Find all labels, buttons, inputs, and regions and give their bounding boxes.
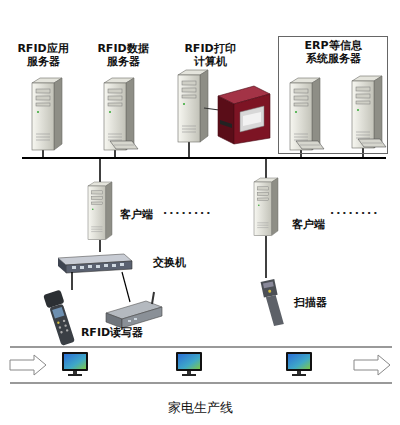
keyboard-tray	[110, 141, 138, 149]
network-bus	[188, 142, 190, 158]
reader-cable	[122, 272, 130, 302]
node-label: ERP等信息系统服务器	[302, 39, 364, 65]
handheld-reader-icon	[63, 319, 66, 322]
network-cable	[71, 272, 73, 290]
handheld-reader-icon	[60, 331, 63, 334]
handheld-reader-icon	[64, 324, 67, 327]
printer-icon	[234, 94, 270, 144]
handheld-reader-icon	[57, 321, 60, 324]
production-line	[10, 382, 392, 384]
network-bus	[22, 157, 386, 159]
node-label: 交换机	[148, 256, 190, 269]
handheld-reader-icon	[66, 329, 69, 332]
keyboard-tray	[296, 141, 324, 149]
scanner-icon	[261, 279, 284, 327]
scanner-node: 扫描器	[256, 278, 328, 333]
handheld-reader-icon	[49, 303, 75, 345]
node-label: 客户端	[116, 208, 156, 221]
tv-product	[62, 352, 88, 376]
printer-icon	[218, 86, 270, 144]
network-bus	[300, 150, 302, 158]
node-label: 客户端	[288, 218, 328, 231]
fixed-reader-icon	[106, 292, 162, 328]
switch-icon	[112, 264, 116, 267]
fixed-reader-icon	[152, 292, 154, 304]
printer-icon	[243, 112, 261, 126]
network-bus	[362, 148, 364, 158]
server-node: RFID应用服务器	[8, 40, 78, 152]
handheld-reader-icon	[52, 307, 64, 319]
client-icon	[254, 178, 278, 236]
production-line	[354, 355, 390, 375]
production-line-band: 家电生产线	[8, 343, 392, 421]
production-line	[10, 346, 392, 348]
switch-icon	[80, 266, 84, 269]
switch-icon	[96, 265, 100, 268]
switch-icon	[58, 258, 66, 273]
handheld-reader-icon	[43, 290, 77, 347]
continuation-dots: ........	[330, 204, 379, 217]
server-icon	[104, 78, 134, 150]
server-icon	[290, 78, 320, 150]
switch-icon	[72, 266, 76, 269]
printer-icon	[240, 106, 264, 132]
server-group-box: ERP等信息系统服务器	[278, 36, 388, 154]
network-cable	[99, 240, 101, 252]
network-bus	[22, 142, 386, 183]
node-label: 家电生产线	[8, 401, 392, 414]
client-icon	[88, 182, 112, 240]
server-icon	[352, 76, 382, 148]
printer-icon	[220, 120, 232, 128]
node-label: RFID读写器	[74, 326, 150, 339]
network-cable	[265, 236, 267, 278]
network-bus	[99, 158, 101, 183]
switch-icon	[88, 265, 92, 268]
network-bus	[42, 150, 44, 158]
scanner-icon	[263, 281, 274, 288]
rfid-reader-node: RFID读写器	[40, 290, 168, 345]
fixed-reader-icon	[122, 307, 162, 328]
tv-product	[176, 352, 202, 376]
print-computer-node: RFID打印计算机	[168, 40, 278, 142]
switch-icon	[66, 261, 132, 273]
switch-icon	[120, 263, 124, 266]
fixed-reader-icon	[128, 320, 131, 322]
node-label: 扫描器	[290, 296, 330, 309]
computer-icon	[178, 70, 208, 142]
client-icon	[88, 182, 112, 240]
switch-icon	[58, 254, 132, 273]
network-bus	[265, 158, 267, 179]
client-icon	[254, 178, 278, 236]
scanner-icon	[261, 279, 278, 298]
node-label: RFID应用服务器	[15, 42, 71, 68]
printer-icon	[218, 96, 234, 144]
scanner-icon	[268, 289, 272, 293]
handheld-reader-icon	[58, 326, 61, 329]
node-label: RFID数据服务器	[95, 42, 151, 68]
server-node: RFID数据服务器	[88, 40, 158, 152]
client-node: 客户端	[248, 178, 328, 236]
fixed-reader-icon	[134, 318, 137, 320]
client-node: 客户端	[82, 180, 156, 240]
reader-cable	[122, 272, 130, 302]
scanner-icon	[266, 295, 284, 327]
server-icon	[32, 78, 62, 150]
tv-product	[286, 352, 312, 376]
printer-cable	[204, 108, 219, 110]
switch-icon	[104, 264, 108, 267]
printer-cable	[204, 108, 219, 110]
production-line	[10, 355, 46, 375]
keyboard-tray	[358, 139, 386, 147]
switch-node: 交换机	[56, 252, 191, 272]
node-label: RFID打印计算机	[182, 42, 238, 68]
continuation-dots: ........	[163, 204, 212, 217]
production-line	[10, 347, 392, 383]
network-bus	[114, 150, 116, 158]
fixed-reader-icon	[106, 313, 122, 328]
